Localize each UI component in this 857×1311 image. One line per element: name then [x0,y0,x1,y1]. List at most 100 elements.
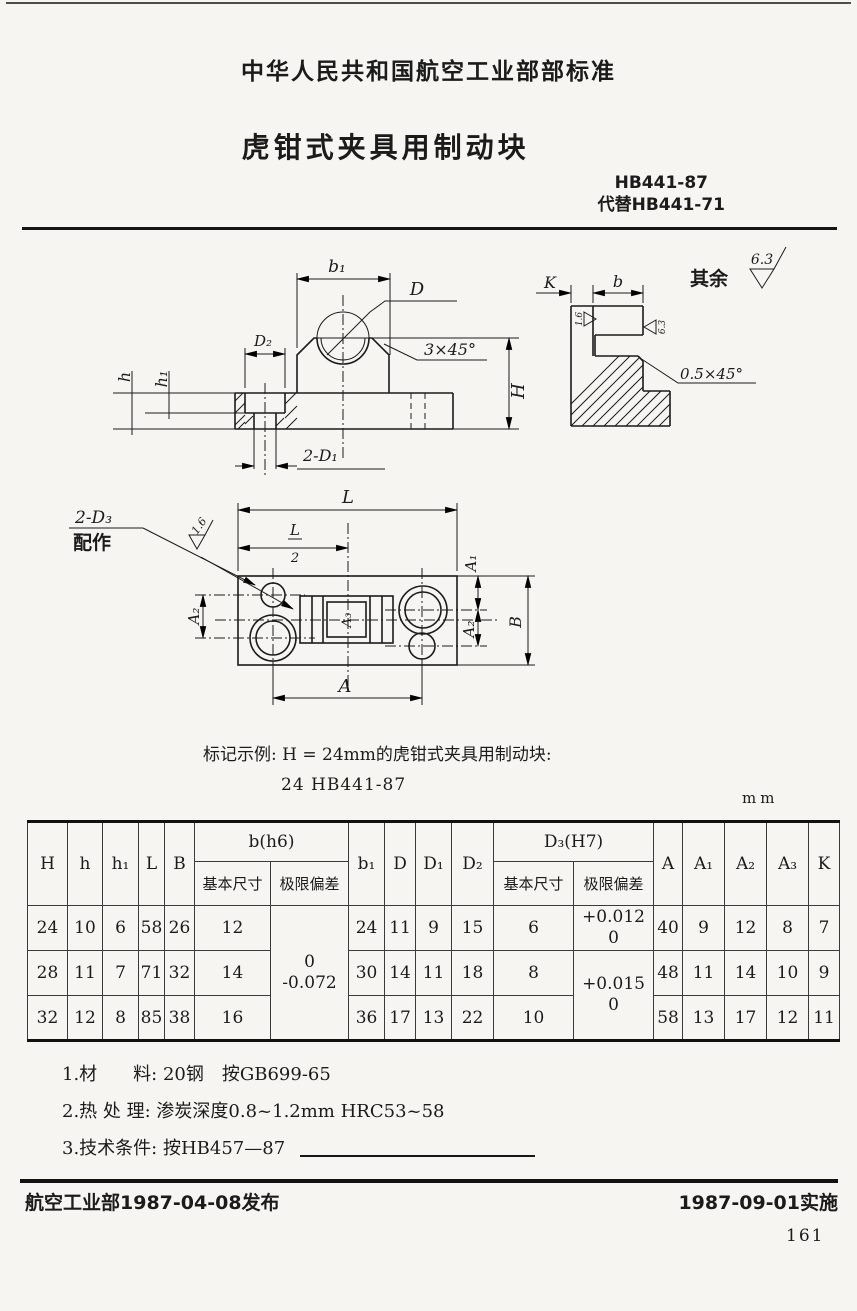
cell-D: 11 [384,905,417,951]
col-L: L [138,821,165,906]
side-dim-b-label: b [613,272,623,291]
cell-A1: 9 [682,905,726,951]
plan-view-drawing: L L 2 A A₁ A₂ A₂ B A₃ 2-D₃ 配作 1.6 [69,487,535,705]
front-view-drawing: b₁ D D₂ 3×45° H h h₁ 2-D₁ [113,257,529,475]
cell-h1: 7 [102,950,139,996]
cell-b1: 30 [348,950,386,996]
cell-b-basic: 14 [194,950,271,996]
front-chamfer-label: 3×45° [424,340,476,359]
col-H: H [27,821,68,906]
table-row: 24 10 6 58 26 12 0 -0.072 24 11 9 15 6 +… [27,905,841,1041]
col-D3-dev: 极限偏差 [573,861,655,906]
col-h: h [67,821,103,906]
plan-dim-A-label: A [337,676,352,697]
side-view-hatching [571,356,670,426]
table-row: 32 12 8 85 38 16 36 17 13 22 10 58 13 17… [27,995,841,1041]
plan-view-dimension-lines [69,503,535,705]
ministry-header: 中华人民共和国航空工业部部标准 [241,59,616,85]
col-group-D3: D₃(H7) [493,821,655,862]
col-A3: A₃ [766,821,810,906]
plan-roughness-value: 1.6 [189,515,210,537]
cell-A2: 12 [724,905,768,951]
col-b-basic: 基本尺寸 [194,861,271,906]
cell-h1: 6 [102,905,139,951]
front-dim-H-label: H [508,383,529,400]
cell-h: 12 [67,995,103,1041]
front-dim-h-label: h [115,372,134,382]
side-view-roughness-symbols [583,246,787,335]
cell-h: 10 [67,905,103,951]
designation-example: 标记示例: H = 24mm的虎钳式夹具用制动块: 24 HB441-87 [203,740,552,795]
col-A2: A₂ [724,821,768,906]
note-heat-treatment: 2.热 处 理: 渗炭深度0.8~1.2mm HRC53~58 [62,1101,445,1122]
cell-A3: 8 [766,905,810,951]
cell-b-dev: 0 -0.072 [269,905,350,1041]
cell-A: 40 [653,905,684,951]
cell-D2: 18 [451,950,495,996]
cell-A3: 12 [766,995,810,1041]
cell-D3-dev: +0.015 0 [573,950,655,1041]
cell-L: 85 [138,995,165,1041]
plan-holes-label: 2-D₃ [74,508,112,528]
col-D3-basic: 基本尺寸 [493,861,575,906]
cell-A1: 13 [682,995,726,1041]
plan-frac-denominator: 2 [290,551,299,566]
col-A: A [653,821,684,906]
side-roughness-right-value: 6.3 [658,320,668,335]
cell-D: 17 [384,995,417,1041]
note-material: 1.材 料: 20钢 按GB699-65 [62,1064,331,1085]
side-chamfer-label: 0.5×45° [680,365,743,383]
side-view-drawing: K b 1.6 6.3 0.5×45° 其余 6.3 [536,246,787,427]
plan-dim-B-label: B [506,616,525,629]
unit-label: mm [742,789,779,807]
cell-B: 38 [164,995,195,1041]
cell-K: 7 [808,905,841,951]
table-header-row-1: H h h₁ L B b(h6) b₁ D D₁ D₂ D₃(H7) A A₁ … [27,821,841,906]
cell-A2: 14 [724,950,768,996]
plan-dim-A2-right-label: A₂ [460,621,478,640]
table-row: 28 11 7 71 32 14 30 14 11 18 8 +0.015 0 … [27,950,841,1041]
plan-dim-A2-left-label: A₂ [185,608,203,627]
cell-b1: 24 [348,905,386,951]
col-K: K [808,821,841,906]
cell-h1: 8 [102,995,139,1041]
plan-dim-A1-label: A₁ [462,555,480,574]
side-view-dimension-lines [536,285,756,384]
cell-b-basic: 16 [194,995,271,1041]
front-dim-D-label: D [409,279,425,300]
cell-D3-basic: 6 [493,905,575,951]
footer: 航空工业部1987-04-08发布 1987-09-01实施 [25,1188,838,1215]
footer-rule [20,1179,838,1183]
cell-L: 71 [138,950,165,996]
front-view-centerlines [264,295,344,475]
front-holes-label: 2-D₁ [302,446,338,465]
col-D2: D₂ [451,821,495,906]
table-header-row-2: 基本尺寸 极限偏差 基本尺寸 极限偏差 [28,861,840,906]
cell-D3-basic: 8 [493,950,575,996]
short-rule [300,1155,535,1157]
cell-A2: 17 [724,995,768,1041]
cell-B: 32 [164,950,195,996]
front-view-dimension-lines [113,273,519,470]
cell-L: 58 [138,905,165,951]
cell-D1: 13 [415,995,453,1041]
table-header: H h h₁ L B b(h6) b₁ D D₁ D₂ D₃(H7) A A₁ … [27,821,841,906]
col-b1: b₁ [348,821,386,906]
col-b-dev: 极限偏差 [269,861,350,906]
cell-H: 28 [27,950,68,996]
plan-frac-numerator: L [289,521,300,539]
dimension-table: H h h₁ L B b(h6) b₁ D D₁ D₂ D₃(H7) A A₁ … [27,820,841,1042]
plan-roughness-symbol [188,519,214,551]
scan-edge-artifact [6,2,851,4]
front-dim-h1-label: h₁ [152,371,171,388]
cell-b1: 36 [348,995,386,1041]
footer-effective: 1987-09-01实施 [678,1192,838,1214]
cell-b-basic: 12 [194,905,271,951]
front-dim-D2-label: D₂ [253,332,272,350]
cell-D3-dev: +0.012 0 [573,905,655,951]
cell-D3-basic: 10 [493,995,575,1041]
cell-A3: 10 [766,950,810,996]
page-title: 虎钳式夹具用制动块 [241,131,530,164]
cell-K: 9 [808,950,841,996]
